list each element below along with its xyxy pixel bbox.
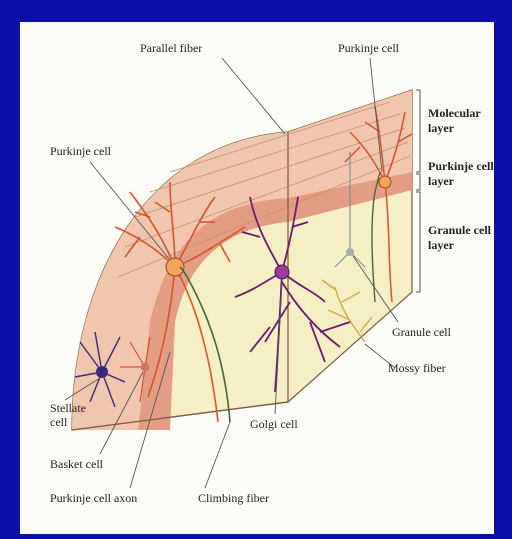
stellate-cell-soma [96, 366, 108, 378]
label-granule-layer-1: Granule cell [428, 223, 492, 237]
label-stellate-cell-2: cell [50, 415, 68, 429]
label-mossy-fiber: Mossy fiber [388, 361, 446, 375]
label-purkinje-cell-top: Purkinje cell [338, 41, 400, 55]
label-granule-layer-2: layer [428, 238, 455, 252]
layer-brackets [416, 90, 420, 292]
purkinje-cell-left-soma [166, 258, 184, 276]
label-basket-cell: Basket cell [50, 457, 104, 471]
label-parallel-fiber: Parallel fiber [140, 41, 202, 55]
basket-cell-soma [141, 363, 150, 372]
label-purkinje-cell-axon: Purkinje cell axon [50, 491, 137, 505]
cerebellum-diagram: Parallel fiber Purkinje cell Purkinje ce… [20, 22, 494, 534]
label-molecular-layer-1: Molecular [428, 106, 481, 120]
label-molecular-layer-2: layer [428, 121, 455, 135]
label-purkinje-layer-2: layer [428, 174, 455, 188]
leader-parallel-fiber [222, 58, 285, 134]
label-climbing-fiber: Climbing fiber [198, 491, 269, 505]
granule-cell-soma [346, 248, 354, 256]
label-granule-cell: Granule cell [392, 325, 452, 339]
figure-panel: Parallel fiber Purkinje cell Purkinje ce… [20, 22, 494, 534]
label-stellate-cell-1: Stellate [50, 401, 86, 415]
purkinje-cell-right-soma [379, 176, 391, 188]
label-golgi-cell: Golgi cell [250, 417, 298, 431]
golgi-cell-soma [275, 265, 289, 279]
label-purkinje-layer-1: Purkinje cell [428, 159, 494, 173]
leader-climbing-fiber [205, 422, 230, 488]
label-purkinje-cell-left: Purkinje cell [50, 144, 112, 158]
